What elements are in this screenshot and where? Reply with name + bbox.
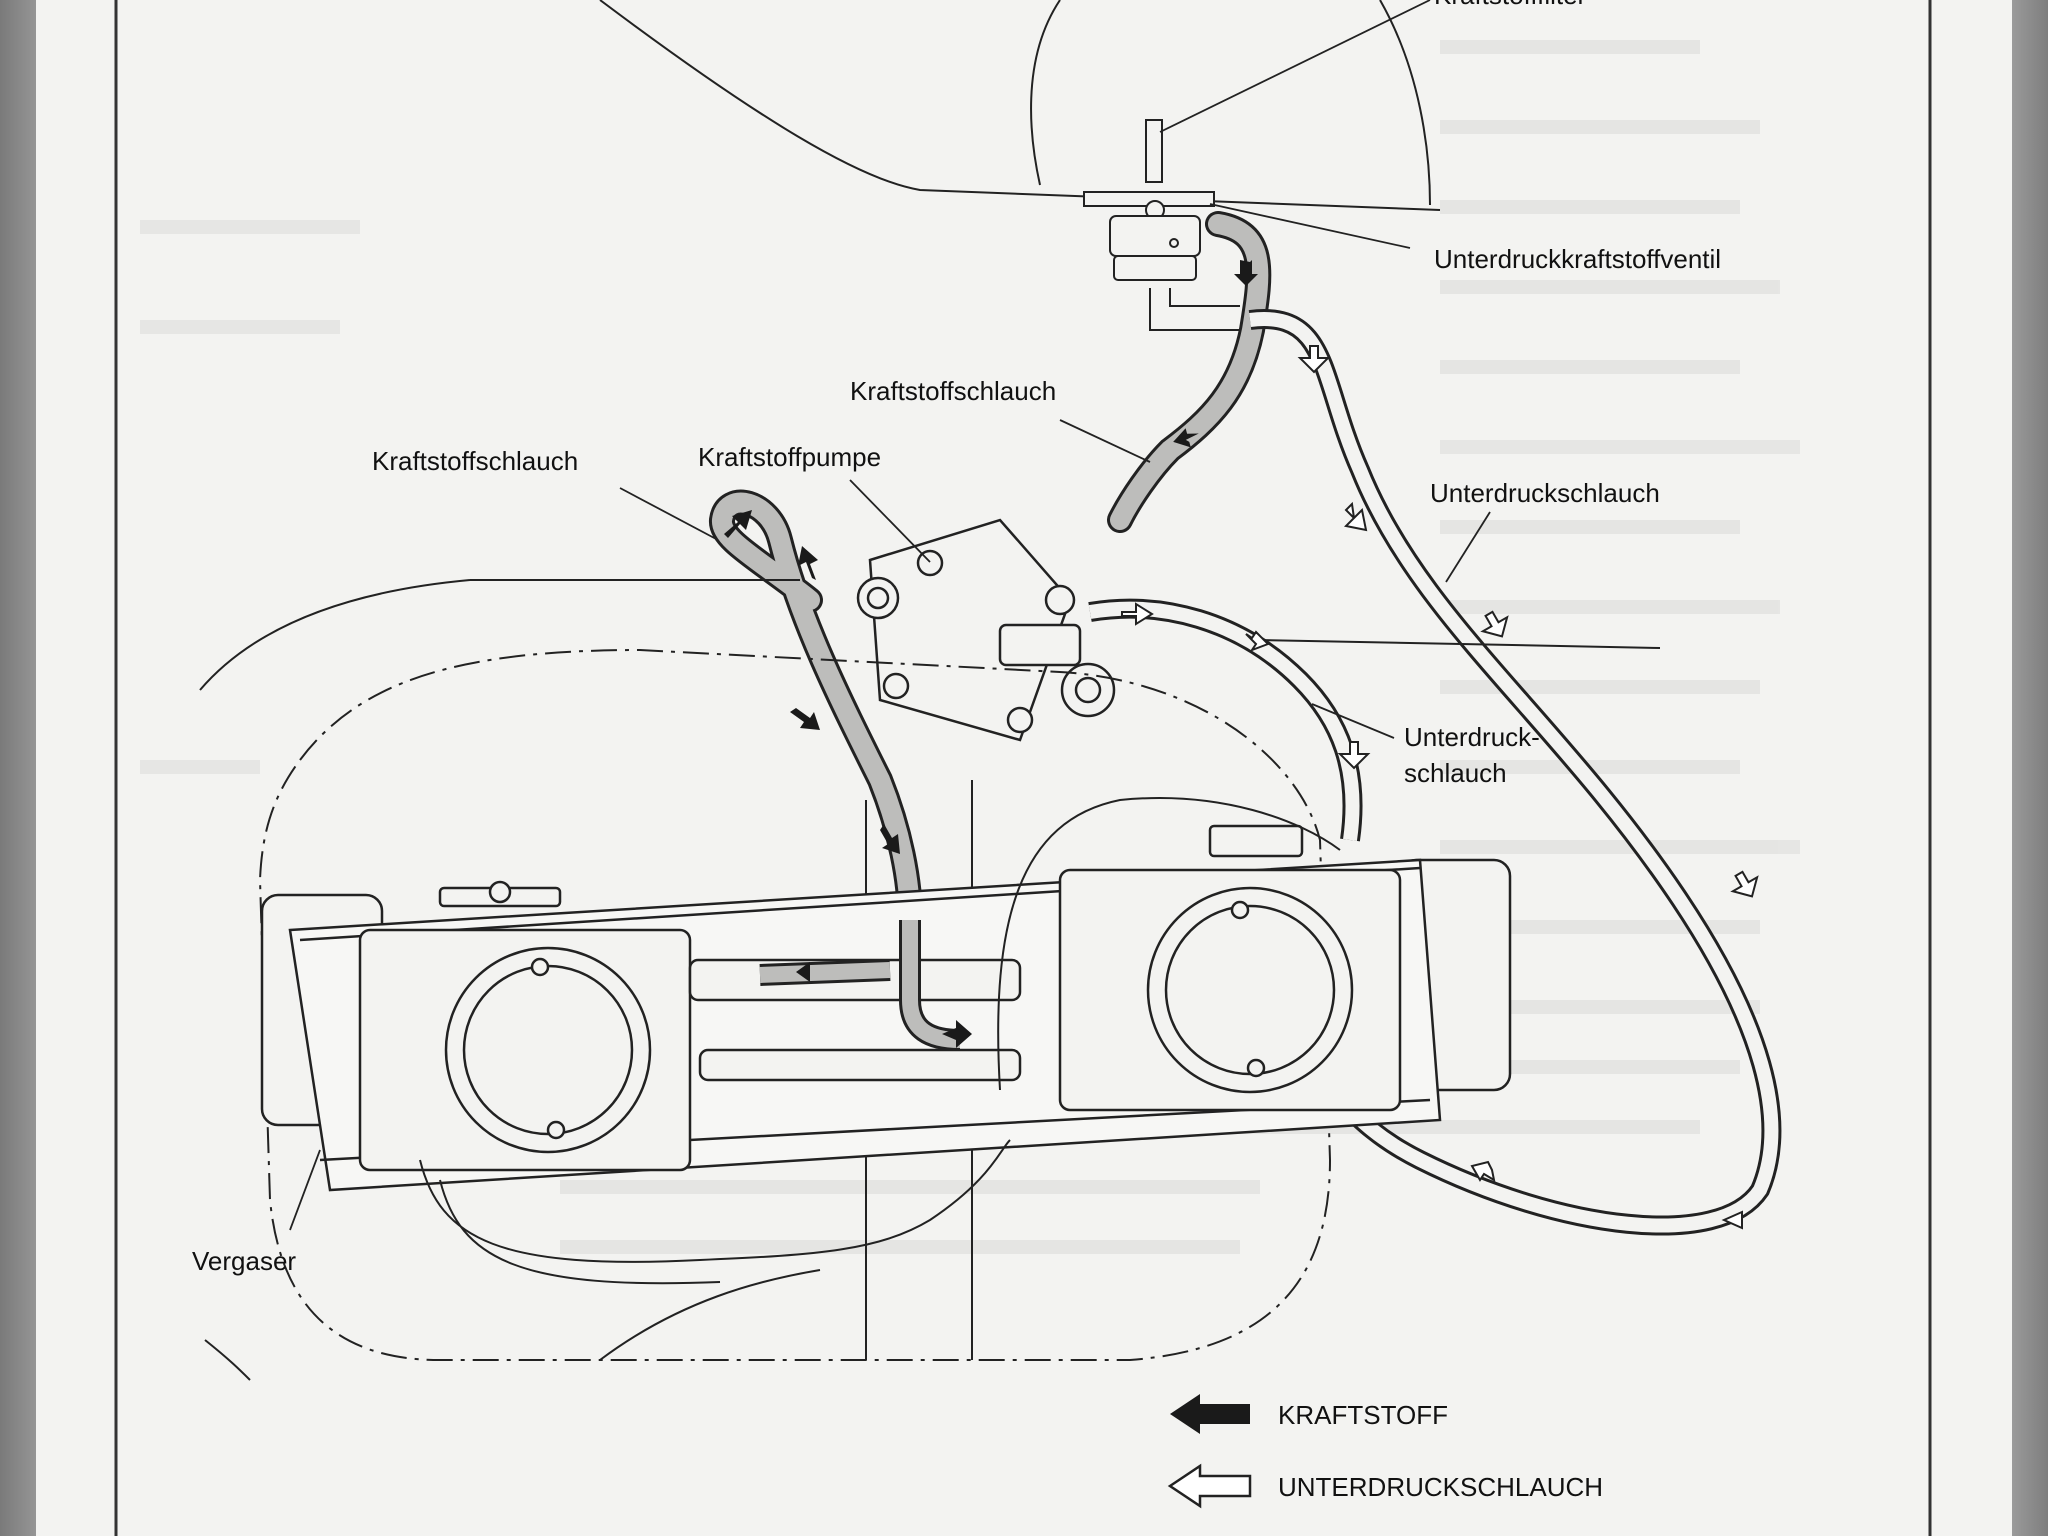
fuel-tank [599, 0, 1441, 211]
vacuum-flow-arrows [1121, 345, 1759, 1230]
vacuum-fuel-valve [1109, 215, 1250, 331]
legend-vacuum-label: UNTERDRUCKSCHLAUCH [1278, 1472, 1603, 1502]
label-vacuum-hose-mid-line1: Unterdruck- [1404, 722, 1540, 752]
label-carburetor: Vergaser [192, 1246, 296, 1276]
leader-lines [289, 0, 1491, 1231]
fuel-hose-carb-feed [759, 920, 961, 1051]
legend-vacuum-arrow-icon [1167, 1463, 1252, 1509]
fuel-hose-upper [1107, 211, 1272, 533]
lower-pipes [419, 797, 1341, 1361]
vacuum-hose-mid [1088, 598, 1363, 842]
fuel-pump [856, 518, 1116, 742]
viewer-margin-left [0, 0, 36, 1536]
legend-fuel-arrow-icon [1170, 1394, 1250, 1434]
vacuum-hose-right [1248, 309, 1782, 1236]
label-vacuum-fuel-valve: Unterdruckkraftstoffventil [1434, 244, 1721, 274]
legend: KRAFTSTOFF UNTERDRUCKSCHLAUCH [1167, 1394, 1603, 1509]
label-fuel-filter: Kraftstofffilter [1434, 0, 1587, 10]
legend-fuel-label: KRAFTSTOFF [1278, 1400, 1448, 1430]
fuel-filter [1083, 119, 1215, 220]
fuel-flow-arrows [724, 260, 1258, 1048]
viewer-scrollbar-area[interactable] [2012, 0, 2048, 1536]
bleed-through-texture [140, 40, 1800, 1254]
label-fuel-hose-upper: Kraftstoffschlauch [850, 376, 1056, 406]
carburetor-assembly [260, 824, 1512, 1192]
label-vacuum-hose-right: Unterdruckschlauch [1430, 478, 1660, 508]
label-fuel-pump: Kraftstoffpumpe [698, 442, 881, 472]
label-vacuum-hose-mid-line2: schlauch [1404, 758, 1507, 788]
callout-labels: Kraftstofffilter Unterdruckkraftstoffven… [192, 0, 1721, 1276]
label-fuel-hose-left: Kraftstoffschlauch [372, 446, 578, 476]
air-box-outline [258, 648, 1332, 1361]
